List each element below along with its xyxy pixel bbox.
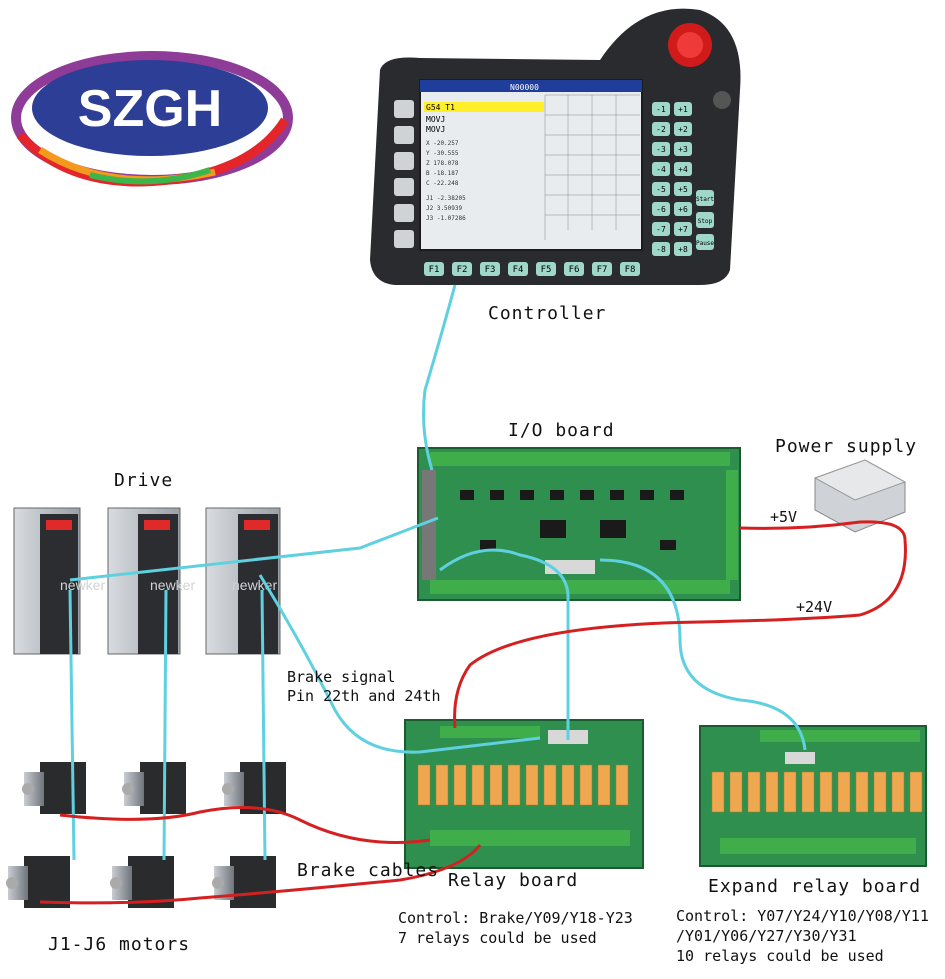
motor-j2	[122, 762, 186, 814]
power-cables	[39, 520, 907, 905]
svg-text:+5: +5	[678, 185, 688, 194]
expand-control-line2: /Y01/Y06/Y27/Y30/Y31	[676, 927, 857, 945]
relay-control-line2: 7 relays could be used	[398, 929, 597, 947]
relay-board-label: Relay board	[448, 870, 579, 891]
svg-text:+2: +2	[678, 125, 688, 134]
svg-text:newker: newker	[150, 577, 195, 593]
svg-text:J2 3.50939: J2 3.50939	[426, 205, 463, 212]
svg-text:+8: +8	[678, 245, 688, 254]
svg-text:MOVJ: MOVJ	[426, 125, 445, 134]
svg-text:+4: +4	[678, 165, 688, 174]
signal-cables	[68, 284, 807, 861]
svg-text:-2: -2	[656, 125, 666, 134]
power-supply-label: Power supply	[775, 436, 918, 457]
svg-text:Z 178.078: Z 178.078	[426, 160, 459, 167]
svg-text:MOVJ: MOVJ	[426, 115, 445, 124]
controller-label: Controller	[488, 303, 607, 324]
expand-relay-board	[699, 725, 927, 867]
drive-2	[107, 507, 181, 655]
drive-units: newker newker newker	[13, 507, 281, 655]
svg-text:F8: F8	[625, 265, 636, 275]
logo-text: SZGH	[78, 80, 222, 138]
relay-control-line1: Control: Brake/Y09/Y18-Y23	[398, 909, 633, 927]
24v-label: +24V	[796, 598, 833, 616]
svg-text:-3: -3	[656, 145, 666, 154]
motor-j1	[22, 762, 86, 814]
svg-text:Pause: Pause	[696, 240, 714, 247]
drive-3	[205, 507, 281, 655]
svg-text:+7: +7	[678, 225, 688, 234]
brake-signal-line1: Brake signal	[287, 668, 396, 686]
svg-text:G54 T1: G54 T1	[426, 103, 455, 112]
drive-label: Drive	[114, 470, 174, 491]
svg-text:-7: -7	[656, 225, 666, 234]
brake-signal-line2: Pin 22th and 24th	[287, 687, 441, 705]
svg-text:+3: +3	[678, 145, 688, 154]
svg-text:J1 -2.38205: J1 -2.38205	[426, 195, 466, 202]
svg-text:F4: F4	[513, 265, 524, 275]
5v-label: +5V	[770, 508, 798, 526]
io-board	[417, 447, 741, 601]
svg-text:F3: F3	[485, 265, 496, 275]
motor-j6	[212, 856, 276, 908]
svg-text:newker: newker	[232, 577, 277, 593]
svg-text:B -18.187: B -18.187	[426, 170, 459, 177]
brake-cables-label: Brake cables	[297, 860, 440, 881]
expand-control-line1: Control: Y07/Y24/Y10/Y08/Y11	[676, 907, 929, 925]
svg-text:J3 -1.07286: J3 -1.07286	[426, 215, 466, 222]
relay-board	[404, 719, 644, 869]
svg-text:Y -30.555: Y -30.555	[426, 150, 459, 157]
motor-j4	[6, 856, 70, 908]
svg-text:+1: +1	[678, 105, 688, 114]
servo-motors	[6, 762, 286, 908]
expand-relay-board-label: Expand relay board	[708, 876, 922, 897]
svg-text:X -20.257: X -20.257	[426, 140, 459, 147]
szgh-logo: SZGH	[11, 51, 293, 187]
svg-text:-4: -4	[656, 165, 666, 174]
svg-text:F6: F6	[569, 265, 580, 275]
svg-text:-5: -5	[656, 185, 666, 194]
expand-control-line3: 10 relays could be used	[676, 947, 884, 965]
io-board-label: I/O board	[508, 420, 615, 441]
svg-text:F7: F7	[597, 265, 608, 275]
svg-text:-1: -1	[656, 105, 666, 114]
svg-text:Stop: Stop	[698, 218, 713, 225]
svg-text:Start: Start	[696, 196, 714, 203]
svg-text:-8: -8	[656, 245, 666, 254]
svg-text:F1: F1	[429, 265, 440, 275]
controller-pendant: N00000 G54 T1 MOVJ MOVJ X -20.257 Y -30.5…	[370, 8, 741, 286]
svg-text:F5: F5	[541, 265, 552, 275]
motor-j3	[222, 762, 286, 814]
svg-text:C -22.248: C -22.248	[426, 180, 459, 187]
svg-text:+6: +6	[678, 205, 688, 214]
motors-label: J1-J6 motors	[48, 934, 191, 955]
svg-text:F2: F2	[457, 265, 468, 275]
svg-text:N00000: N00000	[510, 83, 539, 92]
svg-text:-6: -6	[656, 205, 666, 214]
power-supply	[813, 459, 907, 533]
